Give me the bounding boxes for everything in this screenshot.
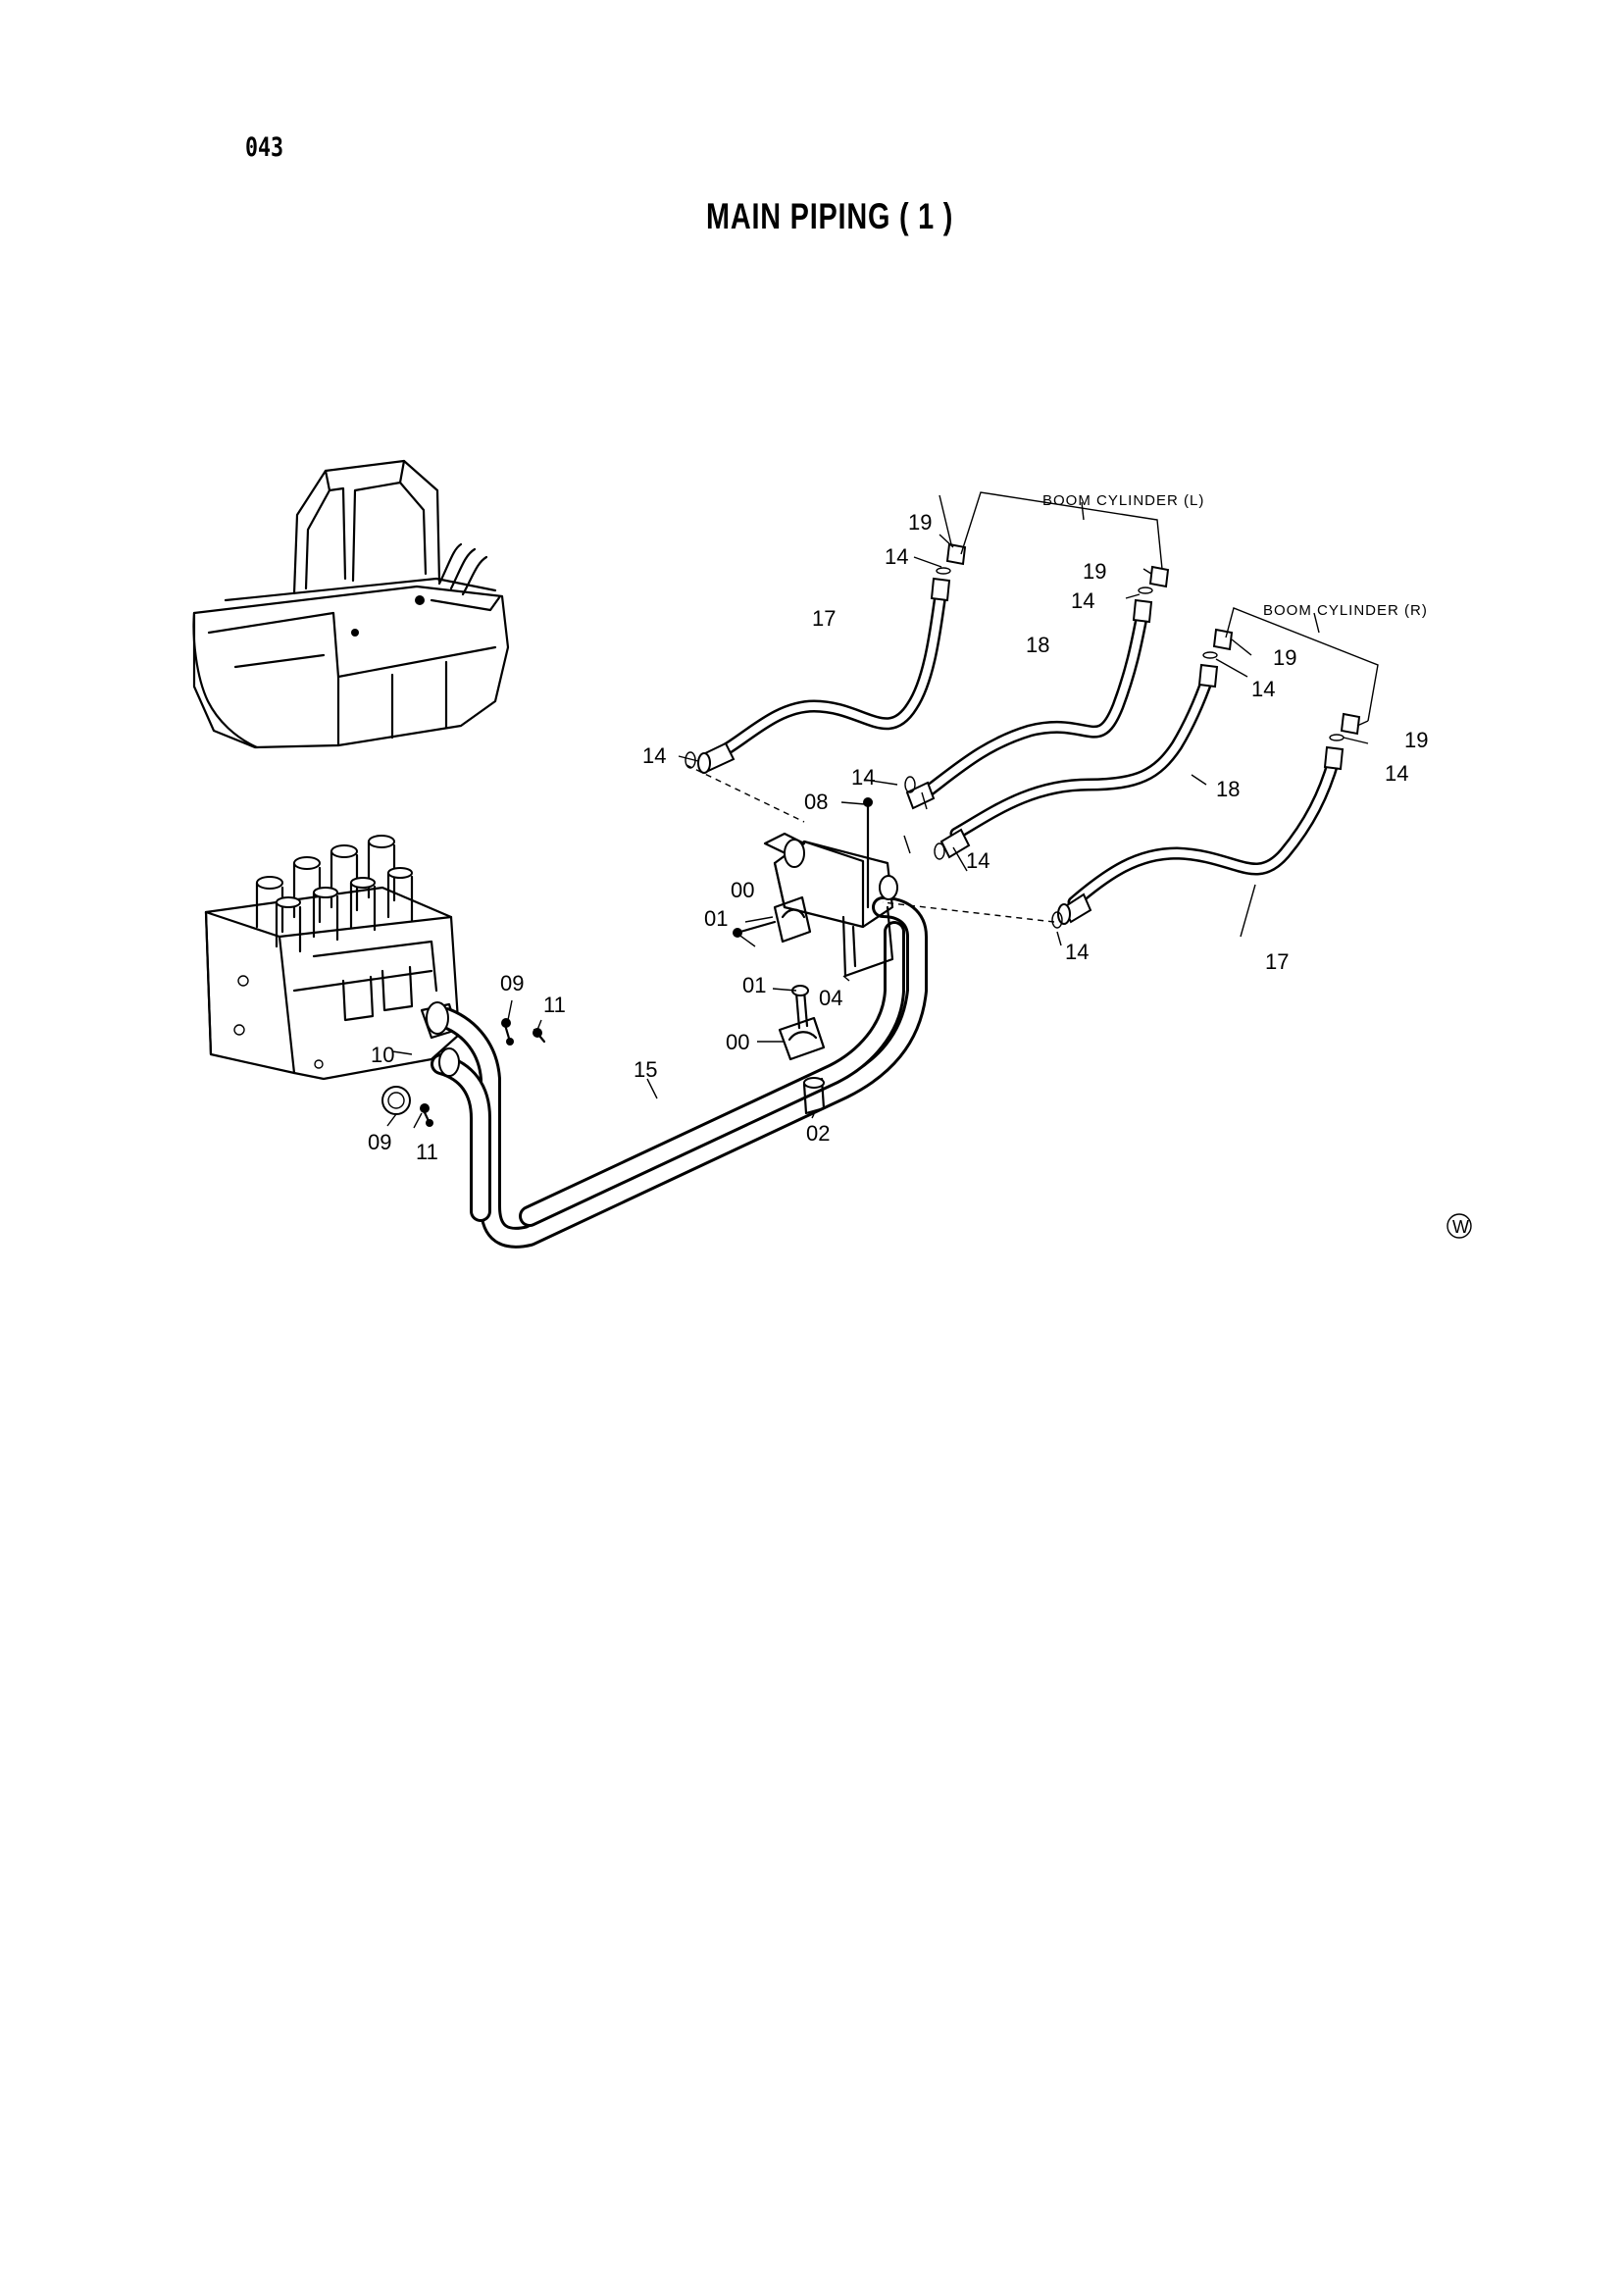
control-valve-assembly bbox=[204, 835, 461, 1081]
callout-label: 14 bbox=[642, 743, 666, 768]
callout-label: 09 bbox=[368, 1130, 391, 1154]
callout-label: 14 bbox=[851, 765, 875, 790]
diagram-title: MAIN PIPING ( 1 ) bbox=[706, 196, 954, 236]
clamp-00-upper bbox=[773, 895, 812, 944]
hose-17-left bbox=[709, 582, 948, 762]
callout-label: 11 bbox=[416, 1140, 438, 1164]
callout-label: 14 bbox=[1385, 761, 1408, 786]
hose-18-left bbox=[910, 606, 1149, 806]
callout-label: 02 bbox=[806, 1121, 830, 1146]
callout-label: 19 bbox=[1404, 728, 1428, 752]
callout-label: 14 bbox=[966, 848, 990, 873]
valve-spool-caps bbox=[255, 835, 414, 953]
support-02 bbox=[802, 1077, 826, 1115]
callout-label: 10 bbox=[371, 1043, 394, 1067]
callout-label: 04 bbox=[819, 986, 842, 1010]
bolt-08 bbox=[863, 797, 873, 909]
callout-label: 17 bbox=[1265, 949, 1289, 974]
bolts-09-11 bbox=[420, 1018, 546, 1127]
callout-label: 08 bbox=[804, 790, 828, 814]
callout-label: 14 bbox=[1071, 588, 1094, 613]
corner-mark: W bbox=[1446, 1213, 1472, 1239]
callout-label: 18 bbox=[1216, 777, 1240, 801]
note-boom-cylinder-right: BOOM CYLINDER (R) bbox=[1263, 602, 1428, 619]
callout-label: 14 bbox=[885, 544, 908, 569]
callout-labels: 19 14 17 19 14 18 19 14 18 19 14 17 14 0… bbox=[368, 510, 1428, 1164]
callout-label: 11 bbox=[543, 993, 566, 1017]
excavator-key-view bbox=[192, 459, 510, 749]
main-pipe-15 bbox=[381, 896, 928, 1249]
callout-label: 15 bbox=[634, 1057, 657, 1082]
callout-label: 14 bbox=[1251, 677, 1275, 701]
hose-18-right bbox=[949, 670, 1215, 841]
hose-fittings bbox=[685, 542, 1361, 929]
clamp-00-lower bbox=[778, 985, 826, 1061]
callout-label: 19 bbox=[908, 510, 932, 535]
callout-label: 14 bbox=[1065, 940, 1089, 964]
junction-block-04 bbox=[763, 832, 898, 978]
callout-label: 18 bbox=[1026, 633, 1049, 657]
callout-label: 00 bbox=[731, 878, 754, 902]
callout-label: 01 bbox=[742, 973, 766, 997]
hose-17-right bbox=[1067, 753, 1341, 909]
leader-lines bbox=[386, 491, 1379, 1129]
note-boom-cylinder-left: BOOM CYLINDER (L) bbox=[1042, 492, 1204, 509]
callout-label: 19 bbox=[1273, 645, 1296, 670]
callout-label: 00 bbox=[726, 1030, 749, 1054]
callout-label: 09 bbox=[500, 971, 524, 995]
callout-label: 01 bbox=[704, 906, 728, 931]
boom-cylinder-notes: BOOM CYLINDER (L) BOOM CYLINDER (R) bbox=[1042, 492, 1428, 619]
corner-mark-letter: W bbox=[1452, 1217, 1469, 1237]
callout-label: 17 bbox=[812, 606, 836, 631]
callout-label: 19 bbox=[1083, 559, 1106, 584]
page-number: 043 bbox=[245, 132, 284, 163]
